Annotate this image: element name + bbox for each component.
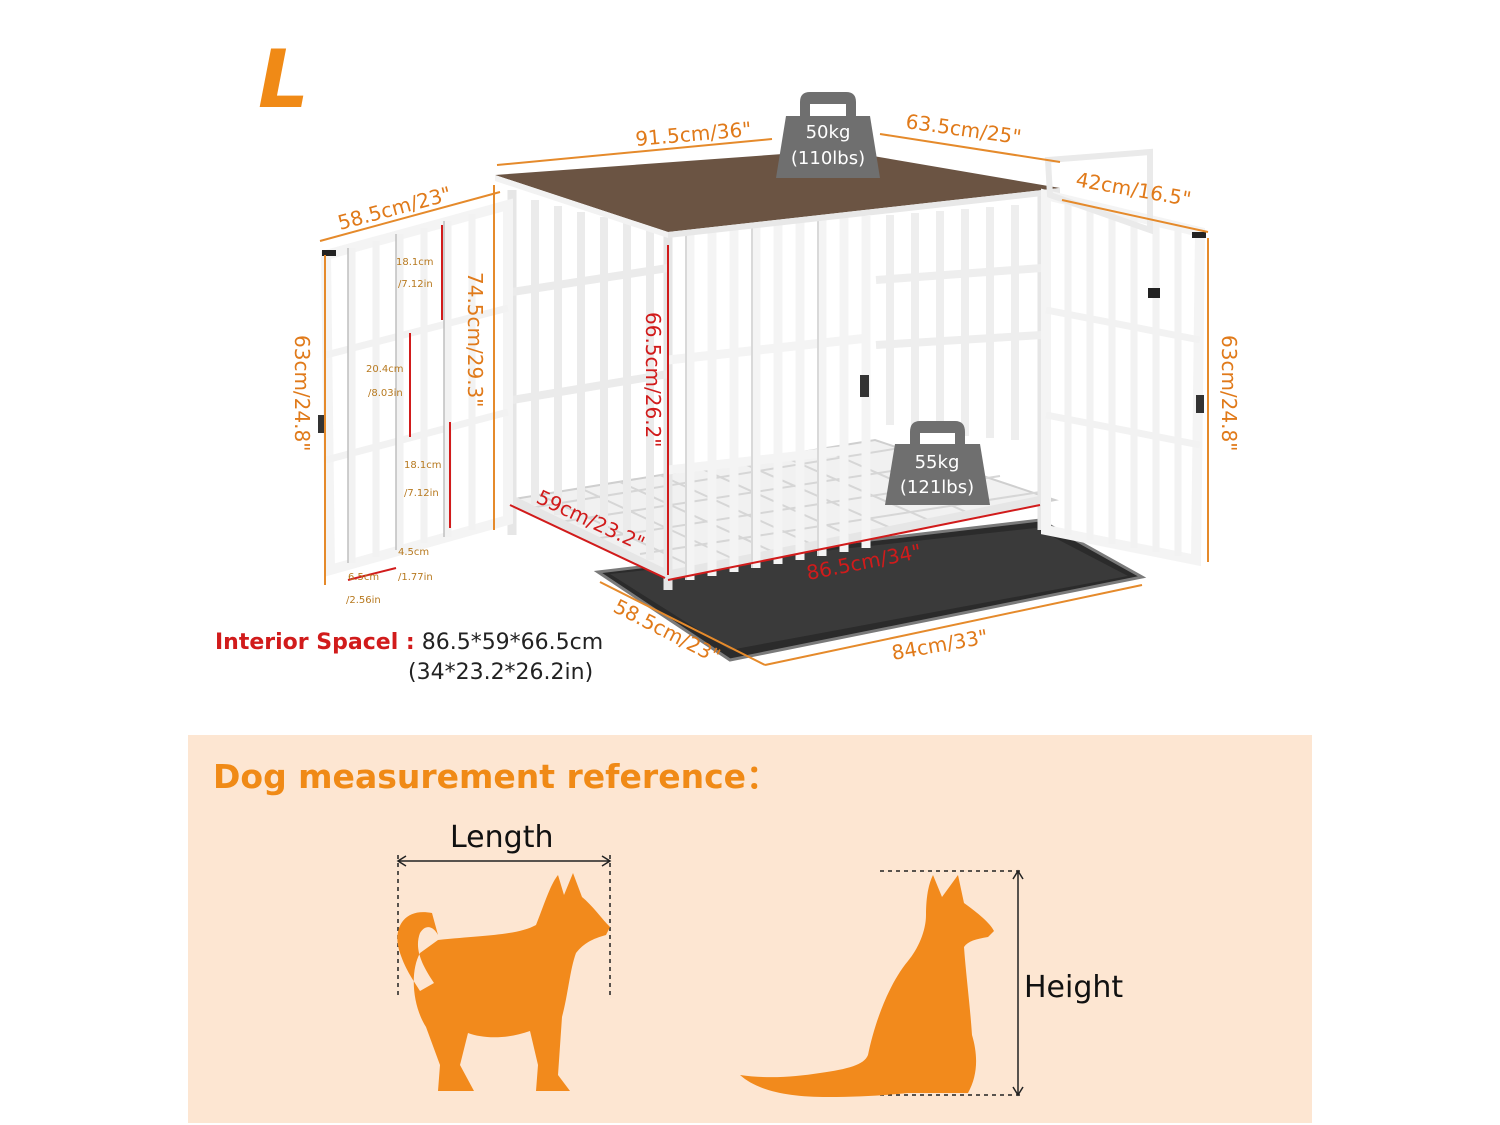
door-latch — [860, 375, 869, 397]
sitting-dog-icon — [740, 875, 994, 1097]
height-label: Height — [1024, 970, 1124, 1005]
gap-mid-in: /8.03in — [368, 388, 403, 399]
floor-load-lbs: (121lbs) — [900, 477, 974, 498]
dim-right-door-width: 63.5cm/25" — [904, 109, 1023, 149]
interior-space: Interior Spacel : 86.5*59*66.5cm (34*23.… — [215, 628, 604, 685]
dog-silhouettes — [396, 855, 1024, 1097]
crate-diagram: 50kg (110lbs) 55kg (121lbs) — [290, 92, 1241, 668]
interior-space-label: Interior Spacel : — [215, 630, 415, 655]
top-load-lbs: (110lbs) — [791, 148, 865, 169]
gap-top-in: /7.12in — [398, 279, 433, 290]
length-label: Length — [450, 820, 554, 855]
standing-dog-icon — [397, 873, 610, 1091]
bar-gap-b-cm: 4.5cm — [398, 547, 429, 558]
interior-space-in: (34*23.2*26.2in) — [408, 660, 594, 685]
dim-right-door-height: 63cm/24.8" — [1217, 335, 1241, 451]
weight-icon-floor: 55kg (121lbs) — [885, 421, 990, 505]
dimension-lines — [319, 133, 1209, 666]
height-measure — [880, 869, 1024, 1097]
interior-space-cm: 86.5*59*66.5cm — [421, 630, 604, 655]
dim-tray-width: 84cm/33" — [890, 624, 990, 665]
bar-gap-a-cm: 6.5cm — [348, 572, 379, 583]
dim-overall-height: 74.5cm/29.3" — [463, 272, 487, 407]
interior-dimension-lines — [347, 225, 1041, 581]
weight-icon-top: 50kg (110lbs) — [776, 92, 880, 178]
left-door — [318, 198, 513, 577]
dim-left-door-height: 63cm/24.8" — [290, 335, 314, 451]
bar-gap-a-in: /2.56in — [346, 595, 381, 606]
size-label: L — [258, 33, 309, 126]
dog-reference-panel: Dog measurement reference： Length Height — [188, 735, 1312, 1123]
reference-title: Dog measurement reference： — [213, 757, 780, 796]
gap-mid-cm: 20.4cm — [366, 364, 404, 375]
floor-load-kg: 55kg — [915, 452, 960, 473]
dim-interior-height: 66.5cm/26.2" — [641, 312, 665, 447]
wood-top — [495, 150, 1060, 232]
dim-top-width: 91.5cm/36" — [634, 117, 752, 151]
top-load-kg: 50kg — [806, 122, 851, 143]
bar-gap-b-in: /1.77in — [398, 572, 433, 583]
gap-bottom-in: /7.12in — [404, 488, 439, 499]
gap-bottom-cm: 18.1cm — [404, 460, 442, 471]
gap-top-cm: 18.1cm — [396, 257, 434, 268]
length-measure — [396, 855, 612, 997]
